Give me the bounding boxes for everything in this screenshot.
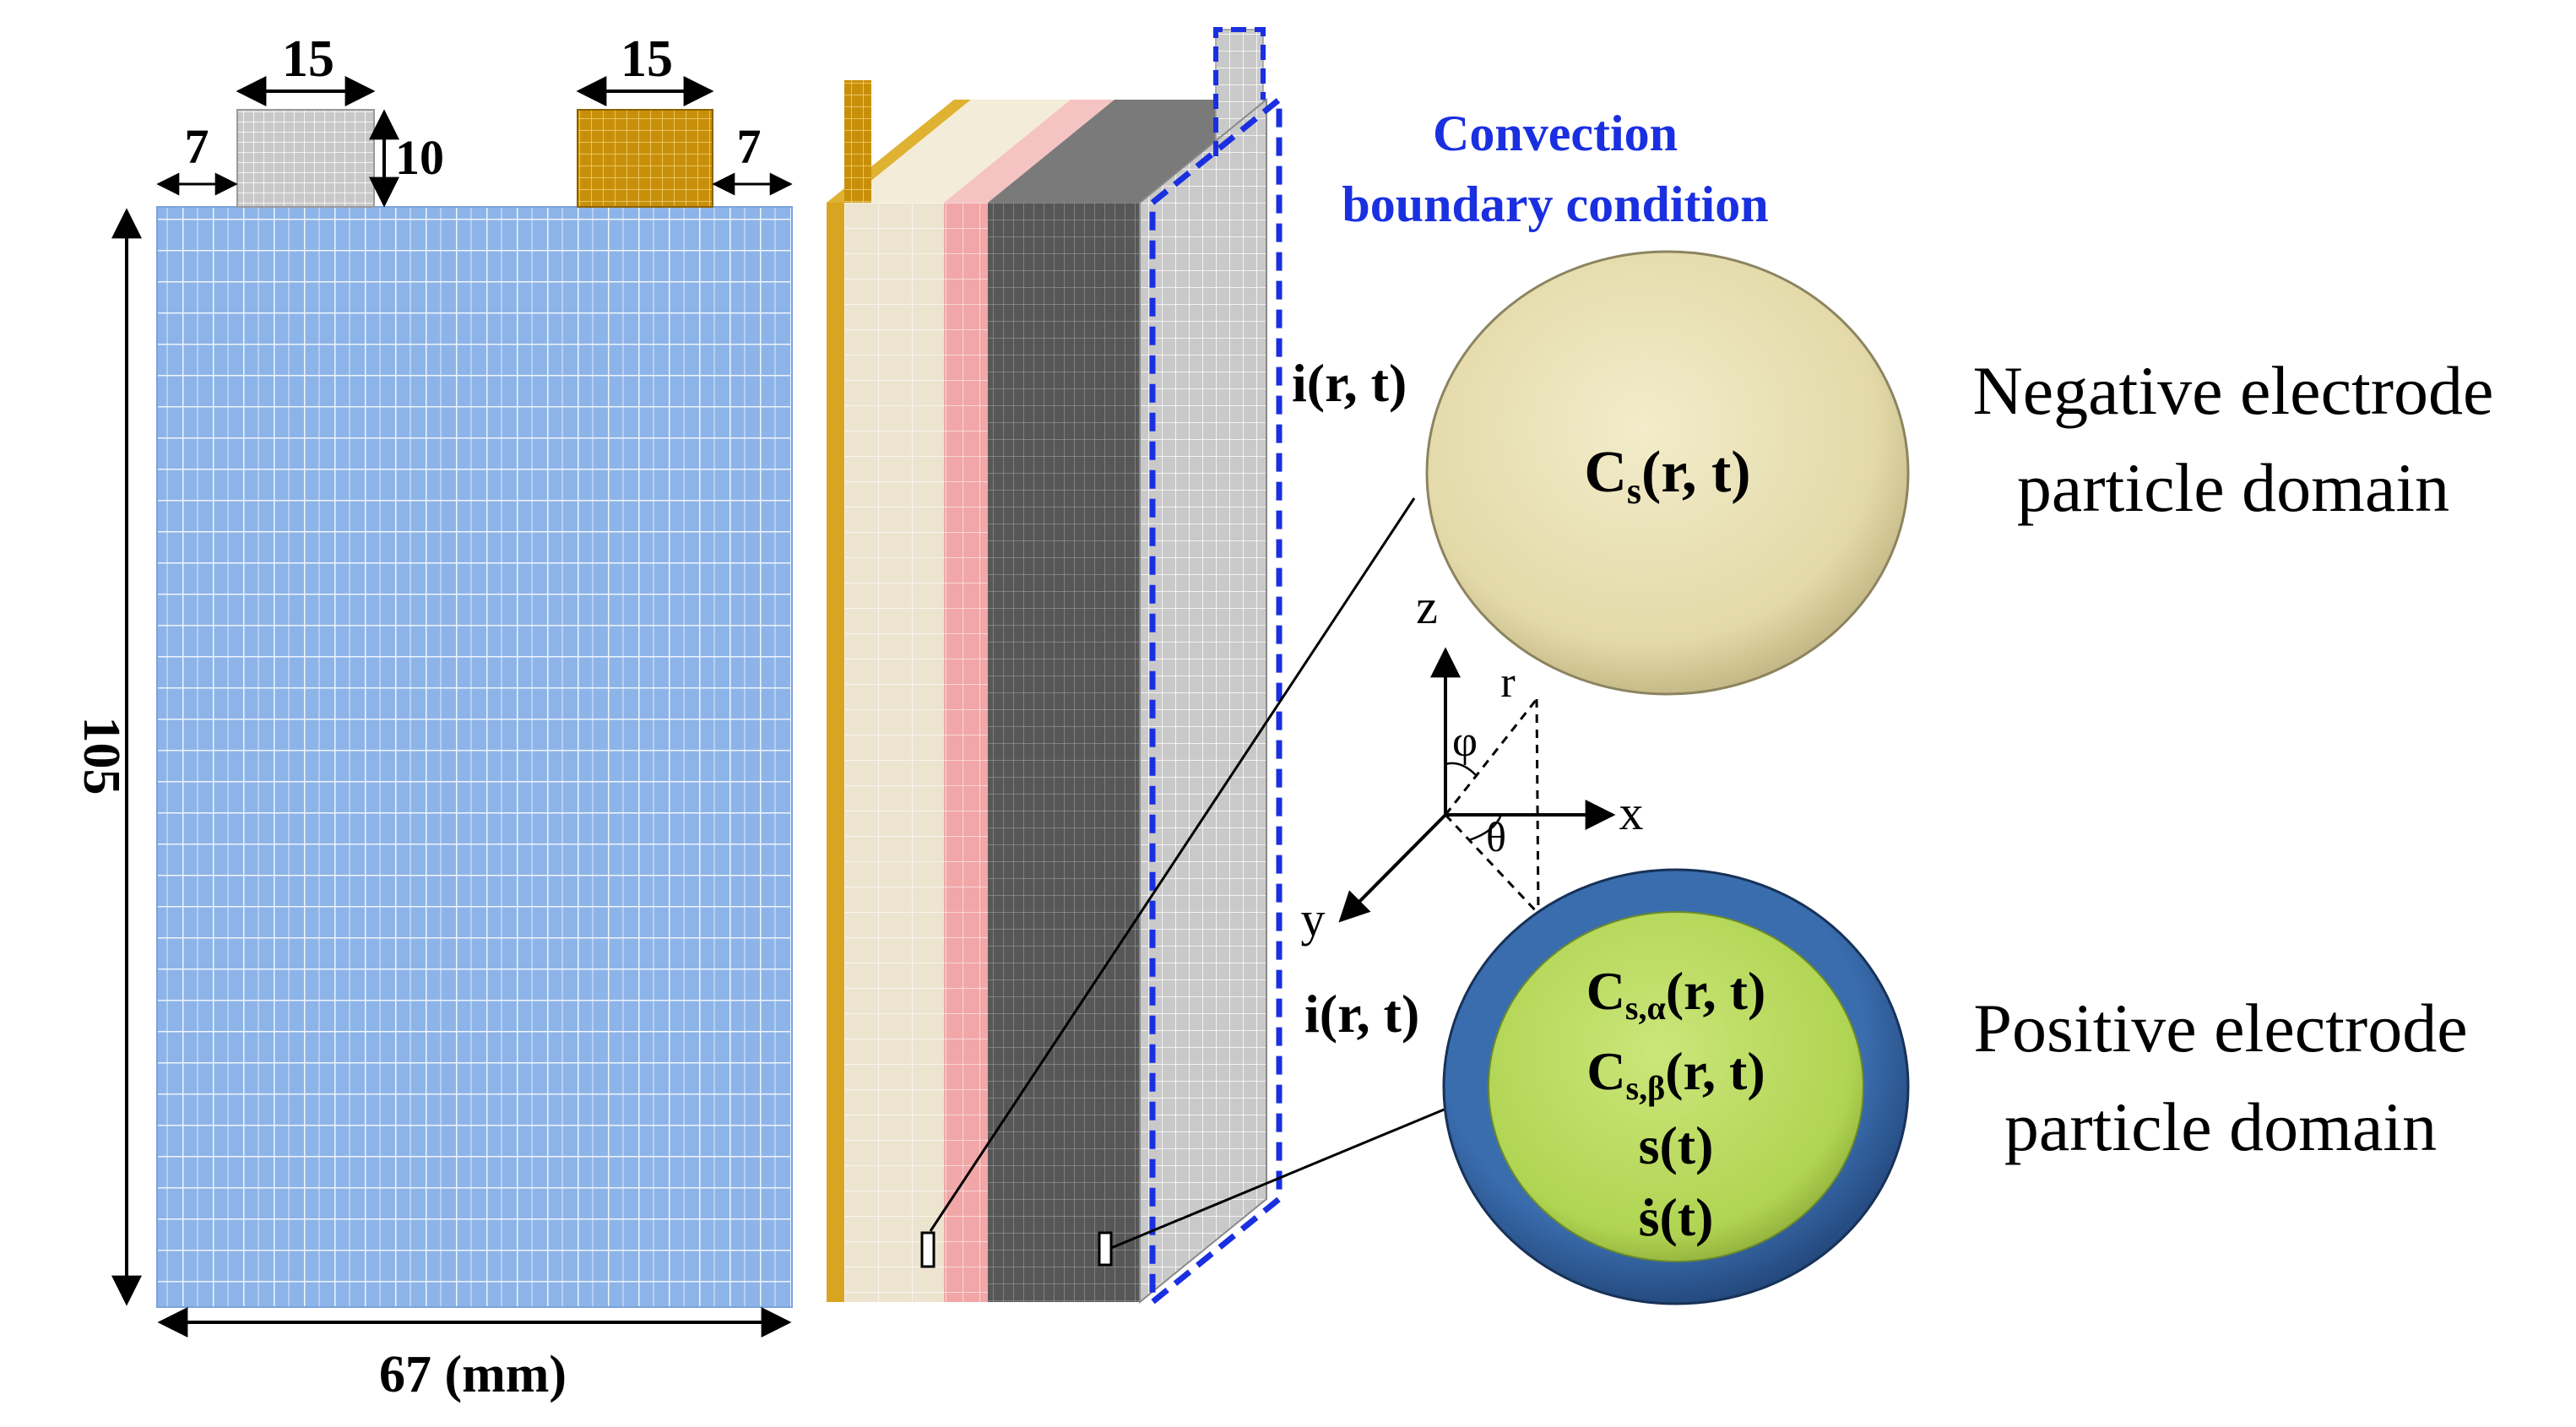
positive-tab [577, 109, 713, 208]
negative-electrode-layer [844, 203, 944, 1302]
coordinate-system: z x y r φ θ [1301, 579, 1644, 947]
negative-tab [236, 109, 375, 208]
tab-height-label: 10 [395, 130, 444, 185]
positive-var-alpha: Cs,α(r, t) [1586, 961, 1766, 1027]
phi-arc [1445, 762, 1477, 776]
r-vector [1444, 698, 1538, 816]
pos-tab-width-label: 15 [621, 30, 673, 88]
negative-domain-label-line2: particle domain [2017, 449, 2449, 526]
cell-face-view: 15 15 7 7 10 105 67 (mm) [73, 30, 793, 1403]
side-face [1139, 97, 1267, 1305]
convection-label-line1: Convection [1433, 106, 1678, 161]
current-label-bottom: i(r, t) [1304, 984, 1419, 1044]
r-projection-line [1444, 813, 1540, 915]
positive-var-beta: Cs,β(r, t) [1586, 1041, 1765, 1107]
positive-var-sdot: ṡ(t) [1639, 1187, 1714, 1247]
separator-top-face [944, 100, 1114, 203]
current-collector-layer [827, 203, 844, 1302]
convection-boundary-outline [1149, 93, 1283, 1309]
negative-particle: Cs(r, t) Negative electrode particle dom… [1425, 250, 2494, 696]
theta-label: θ [1486, 813, 1506, 860]
separator-layer [944, 203, 988, 1302]
negative-sample-box [920, 1231, 935, 1268]
y-axis [1338, 813, 1447, 923]
positive-electrode-layer [988, 203, 1140, 1302]
cell-face [156, 206, 793, 1308]
r-label: r [1500, 659, 1515, 707]
z-axis-label: z [1416, 579, 1438, 634]
r-drop-line [1535, 698, 1540, 914]
negative-connector-line [929, 497, 1416, 1232]
layered-mesh-view: Convection boundary condition i(r, t) i(… [827, 27, 1769, 1309]
negative-particle-variable: Cs(r, t) [1584, 440, 1750, 512]
convection-boundary-tab-outline [1213, 27, 1266, 156]
cell-width-label: 67 (mm) [379, 1346, 567, 1403]
phi-label: φ [1452, 718, 1478, 766]
current-label-top: i(r, t) [1292, 353, 1407, 413]
theta-arc [1468, 814, 1503, 842]
positive-connector-line [1110, 1104, 1453, 1250]
negative-layer-top-face [844, 100, 1071, 203]
x-axis-label: x [1619, 785, 1644, 840]
positive-particle-core [1488, 911, 1864, 1262]
negative-particle-sphere [1425, 250, 1910, 696]
negative-domain-label-line1: Negative electrode [1973, 352, 2494, 429]
positive-layer-top-face [988, 100, 1266, 203]
positive-tab-stub [844, 80, 871, 203]
y-axis-label: y [1301, 892, 1326, 947]
positive-particle: Cs,α(r, t) Cs,β(r, t) s(t) ṡ(t) Positive… [1442, 868, 2468, 1305]
positive-domain-label-line1: Positive electrode [1973, 990, 2467, 1066]
positive-domain-label-line2: particle domain [2004, 1088, 2437, 1165]
convection-label-line2: boundary condition [1342, 176, 1768, 232]
cell-height-label: 105 [73, 717, 130, 795]
positive-var-s: s(t) [1639, 1115, 1714, 1175]
pos-tab-offset-label: 7 [737, 119, 762, 174]
positive-sample-box [1098, 1231, 1113, 1267]
neg-tab-offset-label: 7 [185, 119, 209, 174]
neg-tab-width-label: 15 [282, 30, 334, 88]
